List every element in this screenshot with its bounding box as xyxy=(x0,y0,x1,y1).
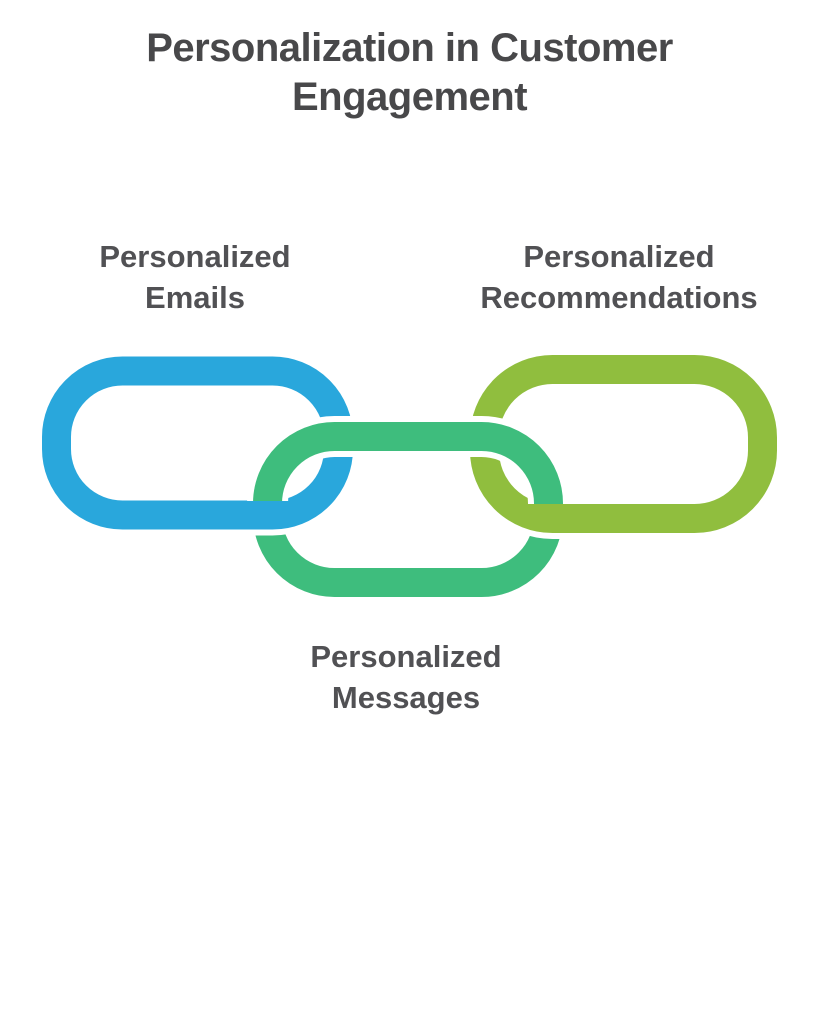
label-personalized-messages-line2: Messages xyxy=(331,680,481,715)
diagram-title: Personalization in Customer Engagement xyxy=(146,26,673,119)
label-personalized-emails: Personalized Emails xyxy=(15,236,375,318)
label-personalized-recommendations-line1: Personalized xyxy=(523,239,715,274)
label-personalized-recommendations-line2: Recommendations xyxy=(480,280,758,315)
label-personalized-emails-line1: Personalized xyxy=(99,239,291,274)
label-personalized-messages: Personalized Messages xyxy=(226,636,586,718)
label-personalized-messages-line1: Personalized xyxy=(310,639,502,674)
label-personalized-emails-line2: Emails xyxy=(145,280,245,315)
label-personalized-recommendations: Personalized Recommendations xyxy=(439,236,799,318)
